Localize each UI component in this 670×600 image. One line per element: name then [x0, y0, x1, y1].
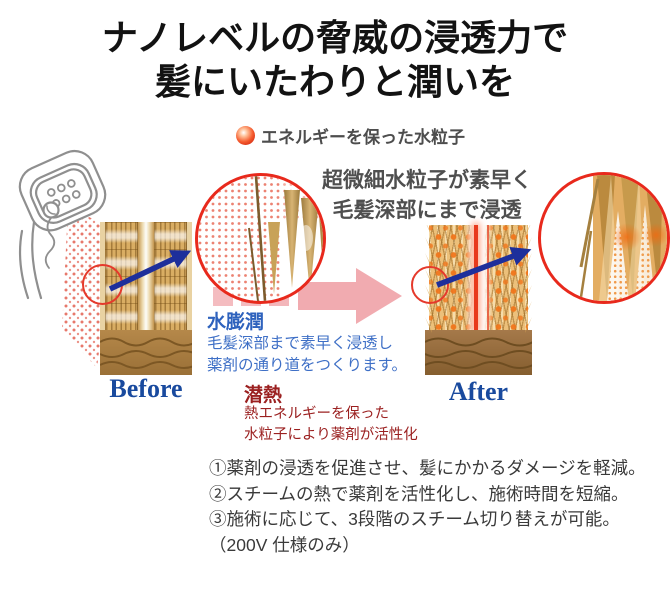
penetration-callout: 超微細水粒子が素早く 毛髪深部にまで浸透: [314, 166, 540, 226]
after-scalp-layer: [425, 330, 532, 375]
after-magnified-art: [579, 175, 667, 301]
water-swelling-desc-line1: 毛髪深部まで素早く浸透し: [207, 335, 394, 352]
page-title-line1: ナノレベルの脅威の浸透力で: [101, 18, 569, 58]
penetration-callout-line2: 毛髪深部にまで浸透: [332, 199, 522, 222]
before-label: Before: [109, 374, 183, 403]
feature-item-1: ①薬剤の浸透を促進させ、髪にかかるダメージを軽減。: [209, 458, 646, 478]
before-magnified-art: [198, 176, 323, 301]
penetration-callout-line1: 超微細水粒子が素早く: [322, 169, 532, 192]
legend-label: エネルギーを保った水粒子: [261, 128, 465, 147]
before-scalp-layer: [100, 330, 192, 375]
latent-heat-description: 熱エネルギーを保った 水粒子により薬剤が活性化: [244, 404, 418, 445]
before-cortex-right: [154, 222, 187, 330]
before-magnified-view: [195, 173, 326, 304]
water-swelling-desc-line2: 薬剤の通り道をつくります。: [207, 357, 407, 374]
page-title-line2: 髪にいたわりと潤いを: [154, 62, 515, 102]
latent-heat-heading: 潜熱: [244, 385, 283, 406]
after-label: After: [448, 377, 509, 406]
steamer-icon: [18, 149, 107, 300]
before-medulla-channel: [138, 222, 154, 330]
legend: エネルギーを保った水粒子: [236, 123, 465, 148]
feature-item-2: ②スチームの熱で薬剤を活性化し、施術時間を短縮。: [209, 483, 629, 504]
latent-heat-desc-line2: 水粒子により薬剤が活性化: [244, 426, 418, 443]
water-particle-icon: [236, 126, 255, 145]
feature-item-3: ③施術に応じて、3段階のスチーム切り替えが可能。: [209, 509, 620, 529]
water-swelling-description: 毛髪深部まで素早く浸透し 薬剤の通り道をつくります。: [207, 333, 407, 377]
water-swelling-heading: 水膨潤: [207, 312, 265, 333]
after-focus-circle-icon: [411, 266, 449, 304]
latent-heat-desc-line1: 熱エネルギーを保った: [244, 406, 389, 422]
feature-list: ①薬剤の浸透を促進させ、髪にかかるダメージを軽減。 ②スチームの熱で薬剤を活性化…: [209, 456, 646, 558]
page-title: ナノレベルの脅威の浸透力で 髪にいたわりと潤いを: [0, 16, 670, 104]
before-focus-circle-icon: [82, 264, 123, 305]
after-magnified-view: [538, 172, 670, 304]
feature-item-note: （200V 仕様のみ）: [209, 534, 360, 555]
